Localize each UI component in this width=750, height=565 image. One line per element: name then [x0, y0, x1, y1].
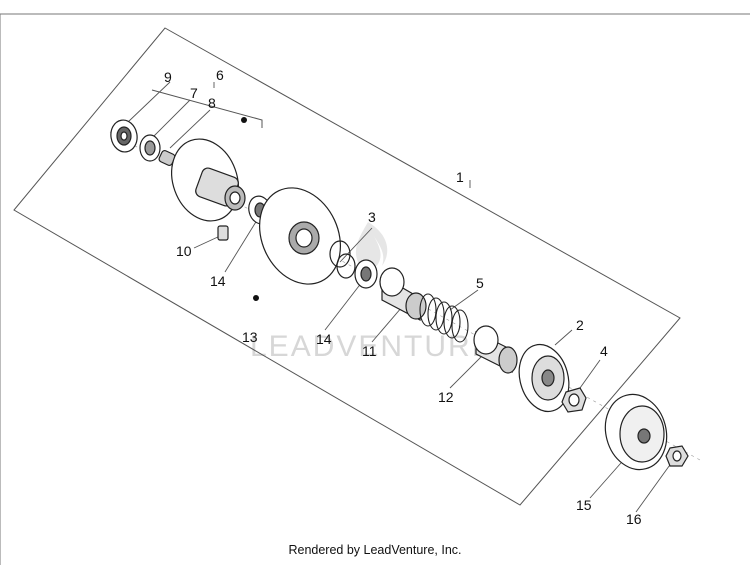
callout-11: 11	[362, 343, 377, 359]
part-9-bearing	[110, 119, 138, 153]
watermark: LEADVENTURE	[250, 222, 494, 363]
callout-6: 6	[216, 67, 224, 83]
part-4-nut	[561, 387, 587, 413]
part-movable-pulley	[253, 187, 342, 301]
callout-12: 12	[438, 389, 454, 405]
part-7-seal	[139, 134, 161, 162]
part-14-bearing-lower	[354, 259, 378, 289]
assembly-box-1	[13, 27, 681, 506]
part-3-orings	[329, 240, 356, 279]
callout-5: 5	[476, 275, 484, 291]
callout-15: 15	[576, 497, 592, 513]
part-5-spring	[419, 293, 469, 343]
subassembly-bracket	[151, 89, 263, 128]
part-15-drum	[604, 393, 668, 471]
callout-3: 3	[368, 209, 376, 225]
rendered-by-footer: Rendered by LeadVenture, Inc.	[288, 543, 462, 557]
callout-16: 16	[626, 511, 642, 527]
part-2-clutch	[518, 343, 570, 413]
part-fixed-pulley	[171, 117, 247, 222]
callout-10: 10	[176, 243, 192, 259]
callout-labels: 1 2 3 4 5 6 7 8 9 10 11 12 13 14 14 15 1…	[164, 67, 642, 527]
callout-4: 4	[600, 343, 608, 359]
callout-9: 9	[164, 69, 172, 85]
part-11-sleeve	[379, 267, 427, 321]
watermark-text: LEADVENTURE	[250, 330, 494, 363]
frame-lines	[0, 13, 750, 565]
callout-14-upper: 14	[210, 273, 226, 289]
callout-7: 7	[190, 85, 198, 101]
part-16-nut	[665, 445, 689, 467]
callout-8: 8	[208, 95, 216, 111]
part-10-bolt	[217, 225, 229, 241]
callout-14-lower: 14	[316, 331, 332, 347]
part-12-sleeve	[473, 325, 518, 374]
flame-logo-icon	[355, 222, 388, 270]
callout-2: 2	[576, 317, 584, 333]
callout-13: 13	[242, 329, 258, 345]
callout-1: 1	[456, 169, 464, 185]
